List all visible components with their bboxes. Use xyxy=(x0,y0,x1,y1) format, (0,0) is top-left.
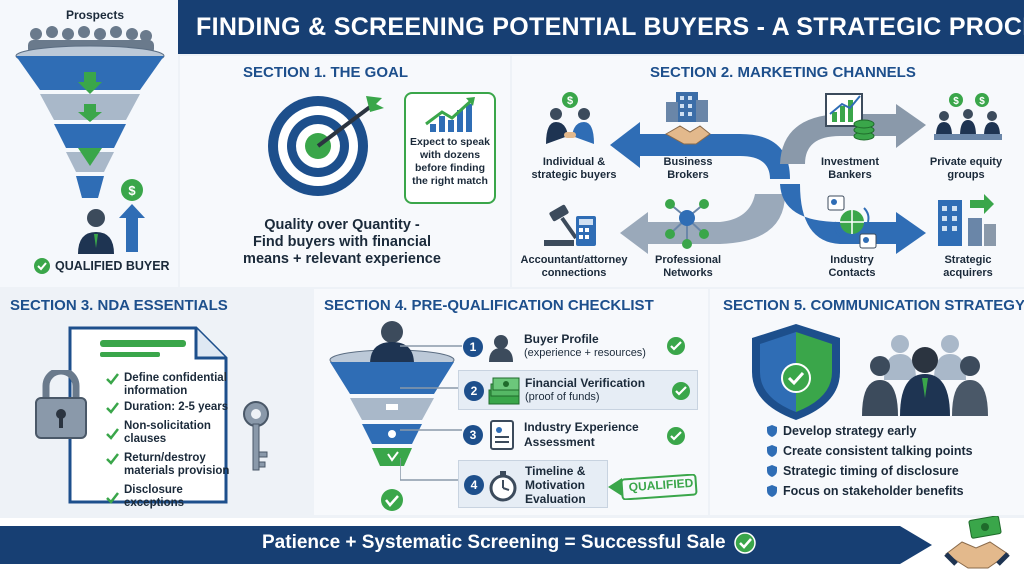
stakeholder-group-icon xyxy=(862,335,988,416)
section1-title: SECTION 1. THE GOAL xyxy=(243,64,409,81)
nda-document-icon xyxy=(68,326,228,504)
nda-checklist: Define confidential information Duration… xyxy=(106,372,236,510)
check-circle-icon xyxy=(672,382,690,400)
check-icon xyxy=(106,491,119,504)
investor-group-icon: $ $ xyxy=(934,93,1002,140)
checklist-step-2: 2 Financial Verification (proof of funds… xyxy=(458,370,698,410)
nda-item: Duration: 2-5 years xyxy=(106,401,236,414)
small-shield-icon xyxy=(767,425,777,437)
channel-label-individual: Individual &strategic buyers xyxy=(531,156,617,181)
growth-chart-icon xyxy=(425,97,475,132)
svg-text:$: $ xyxy=(979,96,985,107)
chart-coins-icon xyxy=(825,93,875,141)
check-circle-icon xyxy=(667,427,685,445)
key-icon xyxy=(243,401,269,471)
checklist-connector-lines xyxy=(400,345,462,481)
check-circle-icon xyxy=(667,337,685,355)
qualified-buyer-label: QUALIFIED BUYER xyxy=(34,258,170,274)
check-icon xyxy=(106,373,119,385)
communication-item: Develop strategy early xyxy=(766,424,1006,438)
office-buildings-icon xyxy=(938,194,996,246)
check-icon xyxy=(106,427,119,440)
padlock-icon xyxy=(35,370,87,439)
target-arrow-icon xyxy=(268,96,384,196)
buildings-handshake-icon xyxy=(664,92,711,145)
gavel-calculator-icon xyxy=(544,204,596,246)
funnel-top-label: Prospects xyxy=(66,8,125,22)
document-profile-icon xyxy=(490,420,514,450)
section3-title: SECTION 3. NDA ESSENTIALS xyxy=(10,297,228,314)
person-icon xyxy=(489,335,513,362)
handshake-money-icon xyxy=(944,516,1010,569)
expectation-note-text: Expect to speak with dozens before findi… xyxy=(410,136,490,187)
communication-item: Strategic timing of disclosure xyxy=(766,464,1006,478)
footer-text: Patience + Systematic Screening = Succes… xyxy=(262,532,726,553)
check-circle-icon xyxy=(34,258,50,274)
stopwatch-icon xyxy=(489,471,517,502)
small-shield-icon xyxy=(767,445,777,457)
qualified-stamp-arrow xyxy=(608,474,698,500)
page-title: FINDING & SCREENING POTENTIAL BUYERS - A… xyxy=(196,12,1024,41)
cash-stack-icon xyxy=(488,377,520,405)
svg-text:$: $ xyxy=(953,96,959,107)
checklist-step-3: 3 Industry Experience Assessment xyxy=(462,418,688,452)
communication-item: Create consistent talking points xyxy=(766,444,1006,458)
communication-item: Focus on stakeholder benefits xyxy=(766,484,1006,498)
footer-message: Patience + Systematic Screening = Succes… xyxy=(262,532,756,554)
step-number-badge xyxy=(463,425,483,445)
svg-text:$: $ xyxy=(128,183,136,198)
nda-item: Return/destroy materials provision xyxy=(106,452,236,478)
section2-title: SECTION 2. MARKETING CHANNELS xyxy=(650,64,916,81)
section4-title: SECTION 4. PRE-QUALIFICATION CHECKLIST xyxy=(324,297,654,314)
check-icon xyxy=(106,453,119,465)
quality-statement: Quality over Quantity - Find buyers with… xyxy=(243,217,441,267)
nda-item: Non-solicitation clauses xyxy=(106,420,236,446)
step-number-badge xyxy=(464,475,484,495)
checklist-step-1: 1 Buyer Profile (experience + resources) xyxy=(462,332,688,366)
svg-text:$: $ xyxy=(567,95,573,107)
globe-contacts-icon xyxy=(827,195,877,249)
nda-item: Disclosure exceptions xyxy=(106,484,236,510)
step-number-badge xyxy=(464,381,484,401)
communication-list: Develop strategy early Create consistent… xyxy=(766,424,1006,498)
handshake-people-icon: $ xyxy=(546,92,594,144)
check-circle-icon xyxy=(733,532,756,554)
prospect-funnel-icon: $ xyxy=(15,26,165,254)
qualification-funnel-icon xyxy=(329,321,455,511)
nda-item: Define confidential information xyxy=(106,372,236,398)
shield-icon xyxy=(752,324,840,420)
footer-arrow-banner xyxy=(0,518,1024,572)
section2-panel xyxy=(512,56,1024,287)
expectation-note-box: Expect to speak with dozens before findi… xyxy=(404,92,496,204)
header-banner: FINDING & SCREENING POTENTIAL BUYERS - A… xyxy=(178,0,1024,54)
network-icon xyxy=(665,199,709,249)
step-number-badge xyxy=(463,337,483,357)
small-shield-icon xyxy=(767,485,777,497)
check-icon xyxy=(106,402,119,414)
section5-title: SECTION 5. COMMUNICATION STRATEGY xyxy=(723,297,1024,314)
small-shield-icon xyxy=(767,465,777,477)
